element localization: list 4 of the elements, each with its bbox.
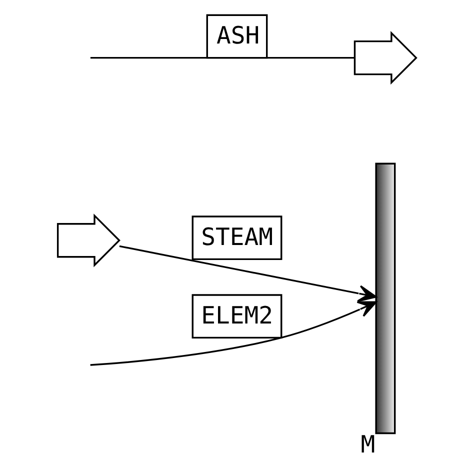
edge-label: ELEM2: [201, 302, 274, 330]
edge-label: STEAM: [201, 223, 274, 252]
node-label: M: [360, 430, 376, 458]
edge-label: ASH: [216, 22, 260, 50]
